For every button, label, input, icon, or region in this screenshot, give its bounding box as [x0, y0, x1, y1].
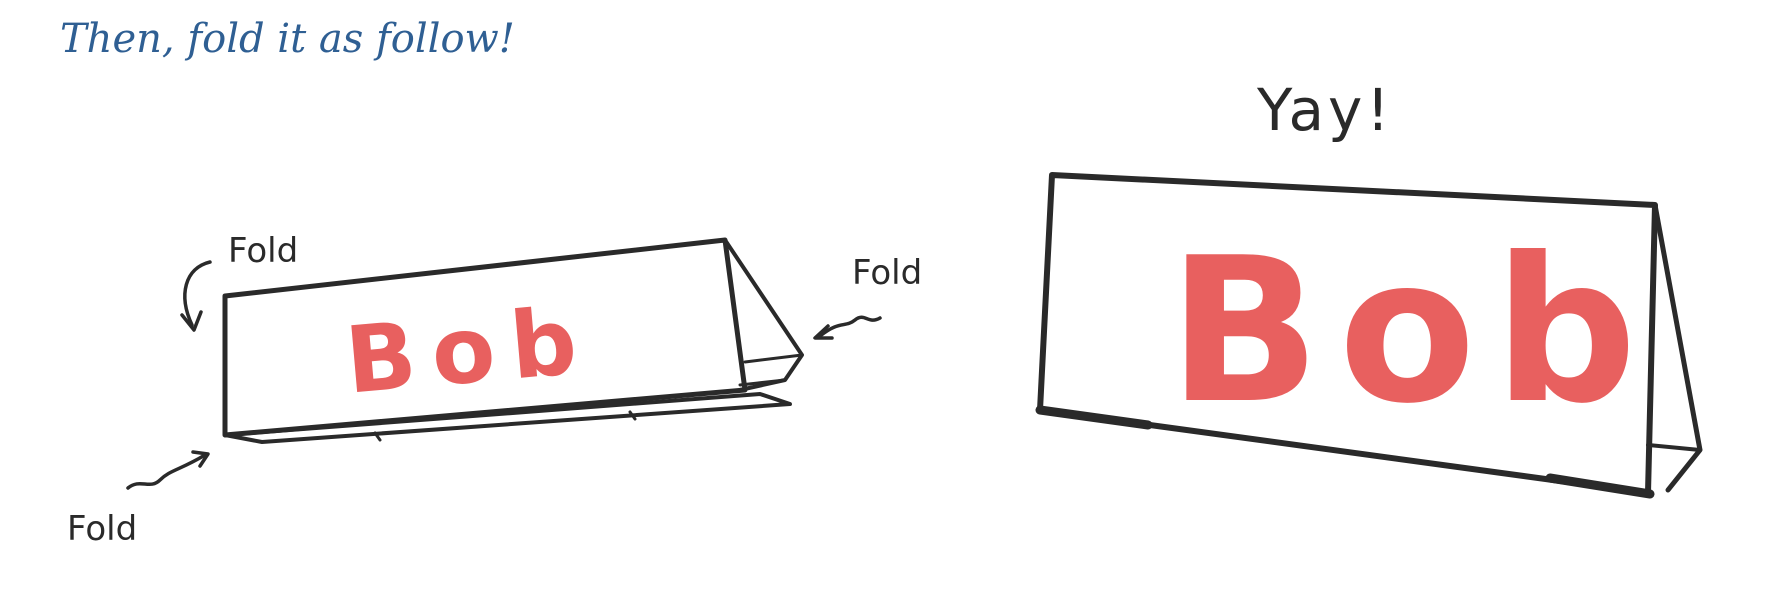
- fold-arrowhead-right-icon: [813, 324, 834, 340]
- right-side-panel: [723, 238, 804, 392]
- yay-label: Yay!: [1256, 76, 1394, 144]
- fold-callout-right: Fold: [813, 253, 922, 340]
- fold-arrow-top-left-icon: [183, 260, 212, 327]
- finished-sign: Yay! Bob: [1035, 76, 1703, 499]
- fold-arrowhead-bottom-left-icon: [191, 450, 210, 468]
- finished-right-base: [1646, 443, 1702, 452]
- finished-left-foot: [1035, 405, 1153, 430]
- instruction-heading: Then, fold it as follow!: [60, 16, 515, 62]
- fold-arrow-bottom-left-icon: [126, 453, 207, 490]
- folding-sign: Bob: [222, 237, 804, 444]
- fold-callout-bottom-left: Fold: [67, 450, 210, 549]
- bottom-flap-tick-2: [628, 410, 637, 421]
- fold-label-top-left: Fold: [228, 231, 298, 271]
- fold-arrow-right-icon: [818, 315, 882, 338]
- fold-arrowhead-top-left-icon: [180, 310, 203, 332]
- bottom-flap-tick-1: [373, 431, 382, 442]
- fold-label-right: Fold: [852, 253, 922, 293]
- bottom-flap: [223, 392, 792, 444]
- fold-callout-top-left: Fold: [180, 231, 298, 332]
- name-on-folding-sign: Bob: [341, 287, 597, 415]
- name-on-finished-sign: Bob: [1168, 215, 1655, 448]
- finished-right-foot: [1545, 473, 1655, 499]
- fold-label-bottom-left: Fold: [67, 509, 137, 549]
- right-side-flap: [738, 353, 804, 387]
- bottom-flap-edge: [260, 402, 792, 444]
- front-face: [222, 237, 748, 438]
